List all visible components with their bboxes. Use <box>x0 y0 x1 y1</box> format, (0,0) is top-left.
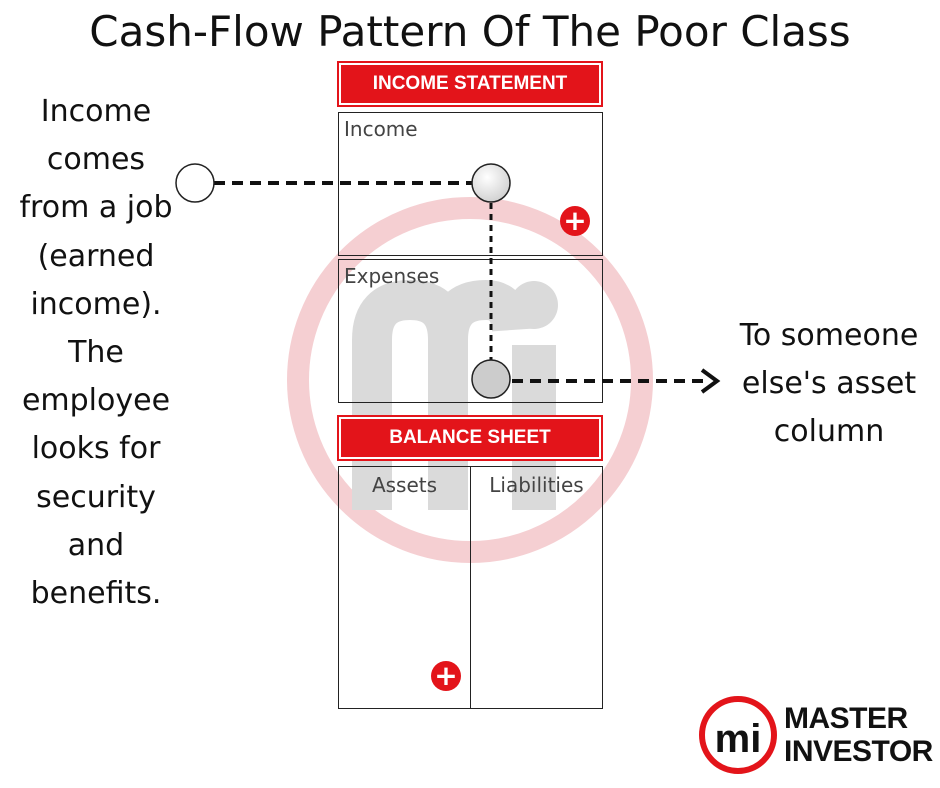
liabilities-box: Liabilities <box>470 466 603 709</box>
income-statement-header: INCOME STATEMENT <box>337 61 603 107</box>
assets-plus-icon: + <box>431 661 461 691</box>
brand-name: MASTER INVESTOR <box>784 702 933 768</box>
page-title: Cash-Flow Pattern Of The Poor Class <box>89 7 851 56</box>
assets-label: Assets <box>371 473 438 497</box>
income-plus-icon: + <box>560 206 590 236</box>
balance-sheet-header: BALANCE SHEET <box>337 415 603 461</box>
right-annotation: To someone else's asset column <box>739 318 919 449</box>
income-node <box>471 163 511 203</box>
income-box: Income <box>338 112 603 256</box>
expenses-label: Expenses <box>344 264 440 288</box>
expenses-node <box>471 359 511 399</box>
brand-name-line2: INVESTOR <box>784 735 933 768</box>
expenses-box: Expenses <box>338 259 603 403</box>
outflow-arrowhead <box>700 368 721 394</box>
brand-name-line1: MASTER <box>784 702 908 735</box>
job-node <box>175 163 215 203</box>
liabilities-label: Liabilities <box>489 473 584 497</box>
income-label: Income <box>344 117 418 141</box>
left-annotation: Income comes from a job (earned income).… <box>19 94 173 612</box>
svg-text:mi: mi <box>715 717 762 761</box>
